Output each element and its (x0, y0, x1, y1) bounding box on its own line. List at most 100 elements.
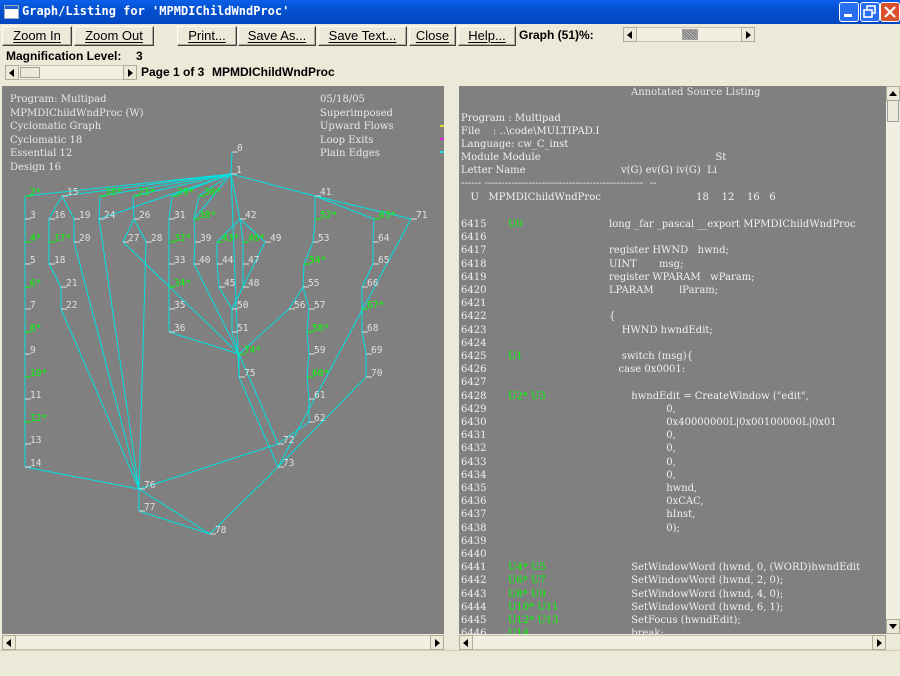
page-next-arrow-icon[interactable] (123, 65, 137, 80)
graph-node-label[interactable]: 76 (144, 480, 156, 491)
graph-node-label[interactable]: 67* (367, 300, 384, 311)
graph-node-label[interactable]: 53 (318, 233, 329, 244)
slider-right-arrow-icon[interactable] (741, 27, 755, 42)
graph-node-label[interactable]: 8* (30, 323, 41, 334)
graph-node-label[interactable]: 72 (283, 435, 294, 446)
graph-node-label[interactable]: 41 (320, 187, 332, 198)
zoom-out-button[interactable]: Zoom Out (74, 26, 154, 46)
graph-scroll-left-icon[interactable] (2, 635, 16, 650)
graph-node-label[interactable]: 45 (224, 278, 235, 289)
page-scrollbar[interactable] (5, 65, 137, 80)
graph-node-label[interactable]: 22 (66, 300, 77, 311)
graph-node-label[interactable]: 20 (79, 233, 91, 244)
graph-node-label[interactable]: 5 (30, 255, 36, 266)
graph-node-label[interactable]: 73 (283, 458, 294, 469)
graph-node-label[interactable]: 44 (222, 255, 234, 266)
graph-node-label[interactable]: 50 (237, 300, 249, 311)
graph-node-label[interactable]: 65 (378, 255, 389, 266)
graph-node-label[interactable]: 1 (236, 165, 242, 176)
graph-node-label[interactable]: 2* (30, 187, 41, 198)
source-vscrollbar[interactable] (886, 86, 900, 634)
graph-node-label[interactable]: 60* (312, 368, 329, 379)
graph-node-label[interactable]: 26 (139, 210, 151, 221)
close-button[interactable]: Close (409, 26, 456, 46)
graph-node-label[interactable]: 10* (30, 368, 47, 379)
graph-node-label[interactable]: 59 (314, 345, 326, 356)
close-window-button[interactable] (880, 2, 900, 22)
graph-node-label[interactable]: 17* (54, 233, 71, 244)
graph-node-label[interactable]: 63* (379, 210, 396, 221)
graph-node-label[interactable]: 42 (245, 210, 256, 221)
graph-node-label[interactable]: 14 (30, 458, 42, 469)
zoom-in-button[interactable]: Zoom In (2, 26, 72, 46)
print-button[interactable]: Print... (177, 26, 237, 46)
source-scroll-right-icon[interactable] (872, 635, 886, 650)
graph-node-label[interactable]: 61 (314, 390, 326, 401)
graph-node-label[interactable]: 18 (54, 255, 66, 266)
graph-node-label[interactable]: 69 (371, 345, 383, 356)
graph-node-label[interactable]: 57 (314, 300, 325, 311)
graph-node-label[interactable]: 11 (30, 390, 42, 401)
graph-node-label[interactable]: 56 (294, 300, 306, 311)
restore-button[interactable] (860, 2, 880, 22)
graph-node-label[interactable]: 43* (222, 233, 239, 244)
graph-node-label[interactable]: 39 (200, 233, 212, 244)
slider-thumb[interactable] (682, 29, 698, 40)
graph-node-label[interactable]: 46* (248, 233, 265, 244)
graph-node-label[interactable]: 9 (30, 345, 36, 356)
graph-node-label[interactable]: 31 (174, 210, 186, 221)
graph-node-label[interactable]: 75 (244, 368, 255, 379)
graph-node-label[interactable]: 38* (199, 210, 216, 221)
graph-node-label[interactable]: 58* (312, 323, 329, 334)
save-as-button[interactable]: Save As... (238, 26, 316, 46)
graph-node-label[interactable]: 3 (30, 210, 36, 221)
graph-node-label[interactable]: 66 (367, 278, 379, 289)
source-scroll-down-icon[interactable] (886, 619, 900, 634)
graph-node-label[interactable]: 34* (174, 278, 191, 289)
graph-node-label[interactable]: 27 (128, 233, 139, 244)
graph-node-label[interactable]: 78 (215, 525, 227, 536)
graph-node-label[interactable]: 13 (30, 435, 41, 446)
graph-node-label[interactable]: 74* (244, 345, 261, 356)
graph-node-label[interactable]: 48 (248, 278, 260, 289)
graph-scroll-right-icon[interactable] (430, 635, 444, 650)
graph-node-label[interactable]: 47 (248, 255, 259, 266)
graph-node-label[interactable]: 21 (66, 278, 78, 289)
page-prev-arrow-icon[interactable] (5, 65, 19, 80)
graph-node-label[interactable]: 6* (30, 278, 41, 289)
graph-node-label[interactable]: 32* (174, 233, 191, 244)
graph-node-label[interactable]: 52* (320, 210, 337, 221)
graph-node-label[interactable]: 7 (30, 300, 36, 311)
graph-hscrollbar[interactable] (2, 635, 444, 650)
graph-node-label[interactable]: 70 (371, 368, 383, 379)
graph-node-label[interactable]: 35 (174, 300, 185, 311)
page-scroll-thumb[interactable] (20, 67, 40, 78)
graph-node-label[interactable]: 29* (177, 187, 194, 198)
graph-node-label[interactable]: 30* (204, 187, 221, 198)
graph-node-label[interactable]: 24 (104, 210, 116, 221)
graph-percent-slider[interactable] (623, 27, 755, 42)
graph-node-label[interactable]: 33 (174, 255, 185, 266)
graph-node-label[interactable]: 68 (367, 323, 379, 334)
graph-node-label[interactable]: 71 (416, 210, 428, 221)
graph-node-label[interactable]: 12* (30, 413, 47, 424)
graph-node-label[interactable]: 28 (151, 233, 163, 244)
graph-node-label[interactable]: 64 (378, 233, 390, 244)
source-hscrollbar[interactable] (459, 635, 886, 650)
source-scroll-thumb[interactable] (887, 100, 899, 122)
source-scroll-left-icon[interactable] (459, 635, 473, 650)
save-text-button[interactable]: Save Text... (318, 26, 407, 46)
graph-node-label[interactable]: 19 (79, 210, 91, 221)
graph-node-label[interactable]: 16 (54, 210, 66, 221)
source-scroll-up-icon[interactable] (886, 86, 900, 101)
graph-node-label[interactable]: 77 (144, 502, 155, 513)
minimize-button[interactable] (839, 2, 859, 22)
graph-node-label[interactable]: 49 (270, 233, 282, 244)
graph-node-label[interactable]: 40 (199, 255, 211, 266)
source-listing-pane[interactable]: Annotated Source Listing Program : Multi… (459, 86, 886, 634)
graph-node-label[interactable]: 4* (30, 233, 41, 244)
graph-node-label[interactable]: 16* (105, 187, 122, 198)
graph-node-label[interactable]: 62 (314, 413, 325, 424)
